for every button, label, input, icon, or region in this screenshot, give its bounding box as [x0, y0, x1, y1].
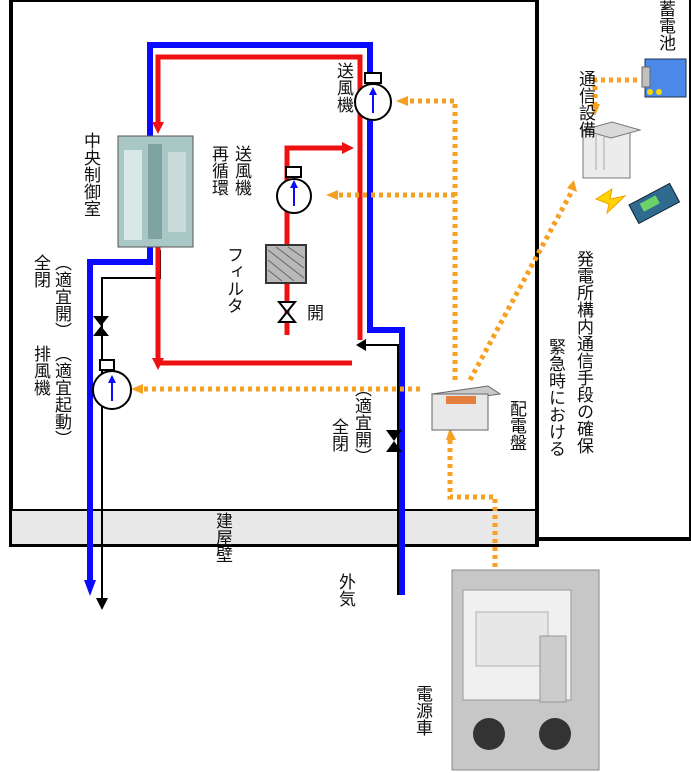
exhaust-fan-label-1: 排風機 — [30, 345, 51, 397]
supply-fan-label: 送風機 — [333, 62, 354, 114]
emergency-label-1: 緊急時における — [545, 338, 566, 457]
full-close-a-label-1: 全閉 — [30, 254, 51, 289]
full-close-a-label-2: （適宜開） — [51, 254, 72, 339]
power-vehicle-label: 電源車 — [412, 685, 433, 736]
open-label: 開 — [303, 304, 323, 322]
communication-equipment-label: 通信設備 — [575, 70, 596, 139]
full-close-b-label-1: 全閉 — [328, 418, 349, 453]
full-close-b-label-2: （適宜開） — [351, 380, 372, 465]
emergency-label-2: 発電所構内通信手段の確保 — [573, 250, 594, 454]
recirculation-fan-label-1: 再循環 — [208, 145, 229, 196]
central-control-room-label: 中央制御室 — [80, 132, 101, 217]
outside-air-label: 外気 — [335, 573, 356, 608]
exhaust-fan-label-2: （適宜起動） — [51, 345, 72, 447]
building-wall-label: 建屋壁 — [212, 512, 233, 563]
distribution-panel-label: 配電盤 — [506, 400, 527, 451]
recirculation-fan-label-2: 送風機 — [231, 145, 252, 197]
filter-label: フィルタ — [223, 246, 243, 314]
battery-label: 蓄電池 — [655, 0, 676, 51]
